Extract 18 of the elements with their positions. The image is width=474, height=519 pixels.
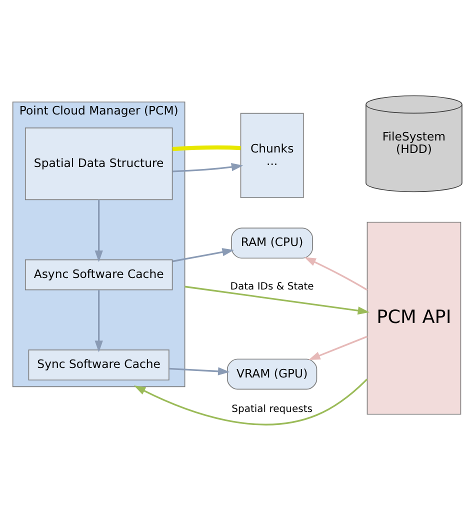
- node-box: Spatial Data Structure: [24, 126, 173, 200]
- node-box: Async Software Cache: [24, 258, 173, 290]
- node-box: RAM (CPU): [231, 227, 313, 258]
- connector: [172, 144, 241, 151]
- arrow: [134, 378, 368, 425]
- arrow: [172, 162, 244, 172]
- edge-label: Data IDs & State: [230, 281, 314, 292]
- arrow: [169, 366, 230, 375]
- arrow: [304, 256, 368, 290]
- arrow: [94, 290, 103, 352]
- arrow: [184, 285, 370, 314]
- node-box: PCM API: [366, 221, 462, 414]
- arrow: [94, 199, 103, 262]
- arrow: [308, 335, 368, 360]
- node-box: VRAM (GPU): [226, 358, 318, 390]
- node-box: Sync Software Cache: [28, 349, 170, 380]
- node-box: Chunks ...: [240, 112, 304, 198]
- edge-label: Spatial requests: [232, 404, 312, 415]
